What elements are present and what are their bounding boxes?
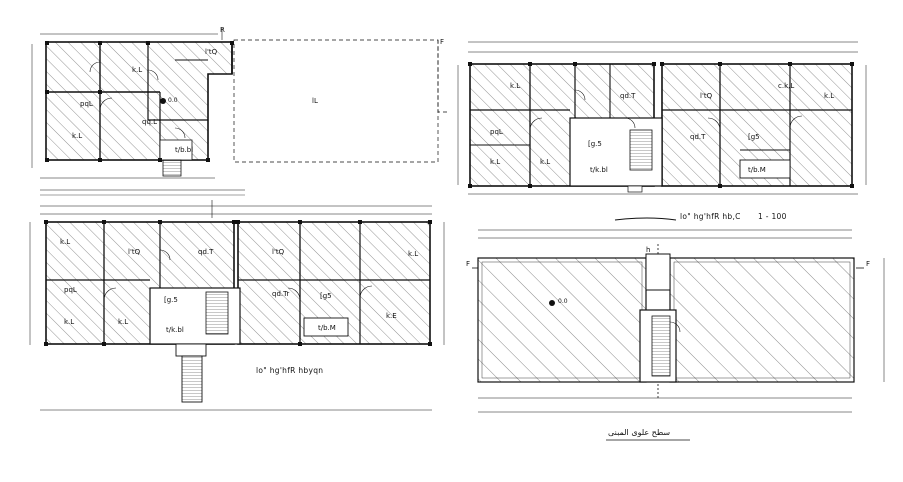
- room-label: l'tQ: [272, 248, 285, 256]
- room-label: k.L: [60, 238, 71, 246]
- room-label: qd.T: [620, 92, 636, 100]
- room-label: k.L: [490, 158, 501, 166]
- level-label: 0.0: [558, 298, 568, 305]
- terrace-label: lL: [312, 97, 318, 105]
- room-label: qd.Tr: [272, 290, 290, 298]
- room-label: k.L: [824, 92, 835, 100]
- scale-caption: lo" hg'hfR hb,C: [680, 212, 741, 221]
- room-label: k.L: [64, 318, 75, 326]
- room-label: k.L: [510, 82, 521, 90]
- room-label: c.k.L: [778, 82, 795, 90]
- room-label: k.E: [386, 312, 397, 320]
- plan-bottom-left: [29, 200, 445, 411]
- room-label: qq.L: [142, 118, 158, 126]
- room-label: t/b.M: [748, 166, 766, 174]
- room-label: l'tQ: [205, 48, 218, 56]
- room-label: l'tQ: [128, 248, 141, 256]
- room-label: k.L: [132, 66, 143, 74]
- section-mark: R: [220, 26, 225, 34]
- room-label: k.L: [118, 318, 129, 326]
- section-mark: F: [466, 260, 471, 268]
- room-label: pqL: [64, 286, 77, 294]
- section-mark: F: [866, 260, 871, 268]
- plan-caption: lo" hg'hfR hbyqn: [256, 366, 324, 375]
- section-mark: F: [440, 38, 445, 46]
- stair-label: h: [646, 246, 651, 254]
- room-label: [g5: [320, 292, 332, 300]
- room-label: qd.T: [198, 248, 214, 256]
- room-label: l'tQ: [700, 92, 713, 100]
- level-label: 0.0: [168, 97, 178, 104]
- room-label: k.L: [540, 158, 551, 166]
- room-label: k.L: [72, 132, 83, 140]
- plan-top-left: [31, 28, 448, 196]
- room-label: k.L: [408, 250, 419, 258]
- room-label: pqL: [80, 100, 93, 108]
- room-label: [g5: [748, 133, 760, 141]
- drawing-title: سطح علوى المبنى: [608, 428, 671, 437]
- room-label: t/k.bl: [166, 326, 184, 334]
- plan-top-right: [457, 41, 867, 195]
- room-label: t/k.bl: [590, 166, 608, 174]
- room-label: qd.T: [690, 133, 706, 141]
- room-label: [g.5: [164, 296, 178, 304]
- room-label: pqL: [490, 128, 503, 136]
- room-label: t/b.bl: [175, 146, 194, 154]
- room-label: [g.5: [588, 140, 602, 148]
- plan-bottom-right: [472, 229, 885, 413]
- scale-ratio: 1 - 100: [758, 212, 787, 221]
- room-label: t/b.M: [318, 324, 336, 332]
